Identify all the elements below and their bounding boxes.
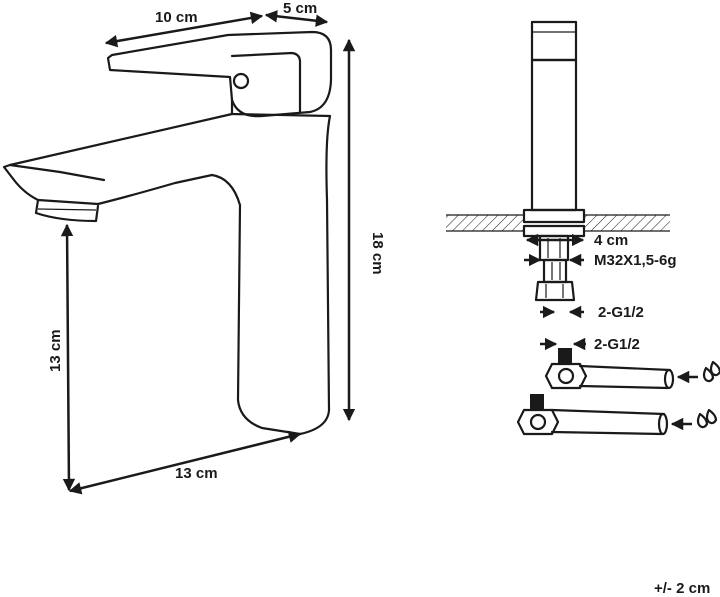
label-tolerance: +/- 2 cm xyxy=(654,580,710,597)
label-handle-height: 5 cm xyxy=(283,0,317,17)
inlet-pipes xyxy=(534,258,576,302)
label-thread-spec: M32X1,5-6g xyxy=(594,252,677,269)
hose-connector-cold xyxy=(516,394,669,436)
label-connector-1: 2-G1/2 xyxy=(598,304,644,321)
label-spout-reach: 13 cm xyxy=(175,465,218,482)
label-connector-2: 2-G1/2 xyxy=(594,336,640,353)
mounting-nut xyxy=(522,224,586,262)
mounting-shank xyxy=(522,20,586,224)
water-drops-icon xyxy=(696,408,718,429)
label-spout-height: 13 cm xyxy=(47,329,64,372)
faucet-body xyxy=(2,30,333,436)
label-handle-length: 10 cm xyxy=(155,9,198,26)
label-total-height: 18 cm xyxy=(369,232,386,275)
label-nut-width: 4 cm xyxy=(594,232,628,249)
dim-spout-height xyxy=(60,223,76,492)
hose-connector-hot xyxy=(544,348,675,390)
countertop-section xyxy=(446,214,670,232)
dim-handle-length xyxy=(104,11,264,48)
dim-handle-height xyxy=(264,10,329,27)
water-drops-icon xyxy=(702,360,720,383)
dim-spout-reach xyxy=(68,430,302,495)
